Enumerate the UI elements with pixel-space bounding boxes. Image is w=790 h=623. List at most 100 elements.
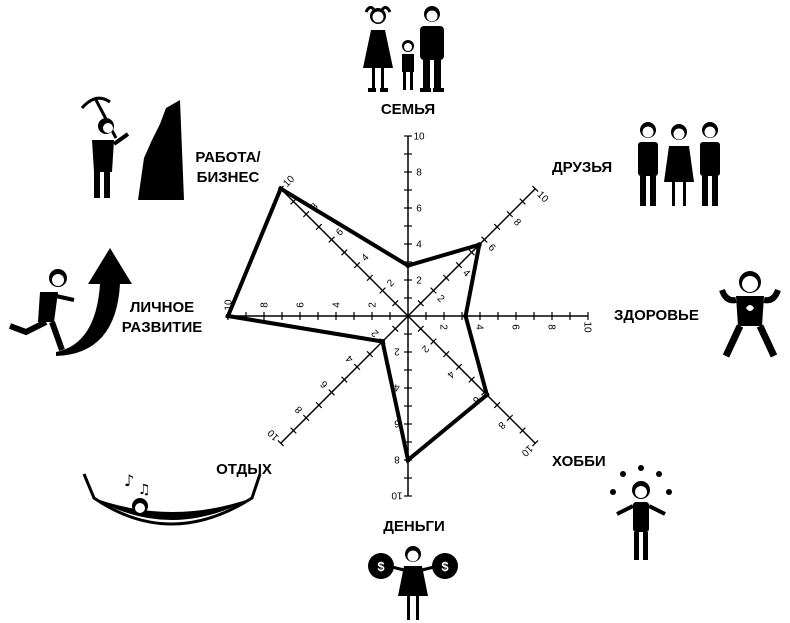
axis-tick	[442, 350, 450, 358]
axis-tick	[328, 389, 335, 396]
tick-label: 8	[511, 217, 523, 229]
axis-tick	[353, 261, 361, 269]
tick-label: 6	[394, 418, 400, 429]
axis-label: ДРУЗЬЯ	[552, 159, 612, 176]
tick-label: 10	[224, 299, 235, 311]
tick-label: 8	[546, 324, 557, 330]
value-point	[476, 242, 482, 248]
value-point	[484, 392, 490, 398]
tick-label: 4	[416, 240, 422, 251]
tick-label: 10	[281, 174, 297, 190]
tick-label: 2	[394, 346, 400, 357]
svg-text:$: $	[377, 559, 385, 574]
axis-tick	[442, 274, 450, 282]
axis-tick	[315, 401, 323, 409]
axis-tick	[328, 236, 335, 243]
axis-tick	[455, 261, 463, 269]
tick-label: 10	[519, 443, 535, 459]
value-point	[405, 263, 411, 269]
tick-label: 10	[535, 189, 551, 205]
axis-label: СЕМЬЯ	[381, 101, 435, 118]
tick-label: 4	[360, 252, 372, 264]
axis-tick	[341, 376, 348, 383]
tick-label: 4	[474, 324, 485, 330]
value-point	[405, 457, 411, 463]
axis-label: РАБОТА/БИЗНЕС	[195, 149, 261, 186]
axis-tick	[315, 223, 323, 231]
axis-tick	[468, 249, 475, 256]
axis-tick	[277, 440, 284, 447]
tick-label: 2	[385, 277, 397, 289]
tick-label: 4	[460, 268, 472, 280]
tick-label: 4	[332, 302, 343, 308]
hammock-icon: ♪ ♫	[82, 471, 262, 526]
axis-label: ОТДЫХ	[216, 461, 272, 478]
svg-text:♫: ♫	[138, 482, 151, 498]
axis-label: ХОББИ	[552, 453, 606, 470]
money-bags-icon: $ $	[368, 546, 458, 620]
axis-tick	[417, 300, 424, 307]
axis-tick	[481, 236, 488, 243]
tick-label: 8	[394, 454, 400, 465]
axis-tick	[417, 325, 424, 332]
axis-tick	[519, 427, 526, 434]
value-point	[225, 313, 231, 319]
axis-tick	[392, 300, 399, 307]
value-point	[463, 313, 469, 319]
tick-label: 6	[318, 378, 330, 390]
tick-label: 2	[416, 276, 422, 287]
axis-tick	[302, 210, 310, 218]
axis-tick	[468, 376, 475, 383]
tick-label: 10	[413, 132, 425, 143]
axis-tick	[290, 427, 297, 434]
tick-label: 6	[296, 302, 307, 308]
axis-tick	[366, 350, 374, 358]
tick-label: 2	[368, 302, 379, 308]
axis-tick	[366, 274, 374, 282]
family-icon	[363, 5, 444, 92]
value-point	[278, 186, 284, 192]
tick-label: 2	[435, 293, 447, 305]
tick-label: 8	[260, 302, 271, 308]
axis-tick	[506, 210, 514, 218]
tick-label: 8	[293, 403, 305, 415]
value-point	[380, 338, 386, 344]
tick-label: 2	[369, 327, 381, 339]
tick-label: 6	[416, 204, 422, 215]
axis-tick	[493, 223, 501, 231]
axis-tick	[341, 249, 348, 256]
axis-tick	[430, 287, 437, 294]
tick-label: 4	[444, 368, 456, 380]
tick-label: 10	[266, 427, 282, 443]
tick-label: 6	[486, 242, 498, 254]
svg-text:♪: ♪	[124, 471, 134, 490]
axis-tick	[532, 440, 539, 447]
tick-label: 4	[344, 352, 356, 364]
tick-label: 10	[582, 321, 593, 333]
friends-icon	[638, 122, 720, 206]
svg-text:$: $	[441, 559, 449, 574]
axis-tick	[519, 198, 526, 205]
tick-label: 8	[416, 168, 422, 179]
axis-tick	[379, 287, 386, 294]
tick-label: 2	[438, 324, 449, 330]
health-icon	[719, 271, 781, 358]
tick-label: 8	[495, 419, 507, 431]
tick-label: 10	[391, 490, 403, 501]
axis-tick	[532, 185, 539, 192]
runner-arrow-icon	[8, 248, 132, 356]
juggler-icon	[610, 465, 672, 560]
axis-tick	[455, 363, 463, 371]
axis-tick	[506, 414, 514, 422]
axis-label: ЗДОРОВЬЕ	[614, 307, 699, 324]
tick-label: 6	[510, 324, 521, 330]
axis-tick	[302, 414, 310, 422]
axis-tick	[493, 401, 501, 409]
axis-tick	[430, 338, 437, 345]
miner-icon	[80, 96, 184, 200]
axis-label: ДЕНЬГИ	[383, 518, 445, 535]
axis-tick	[353, 363, 361, 371]
